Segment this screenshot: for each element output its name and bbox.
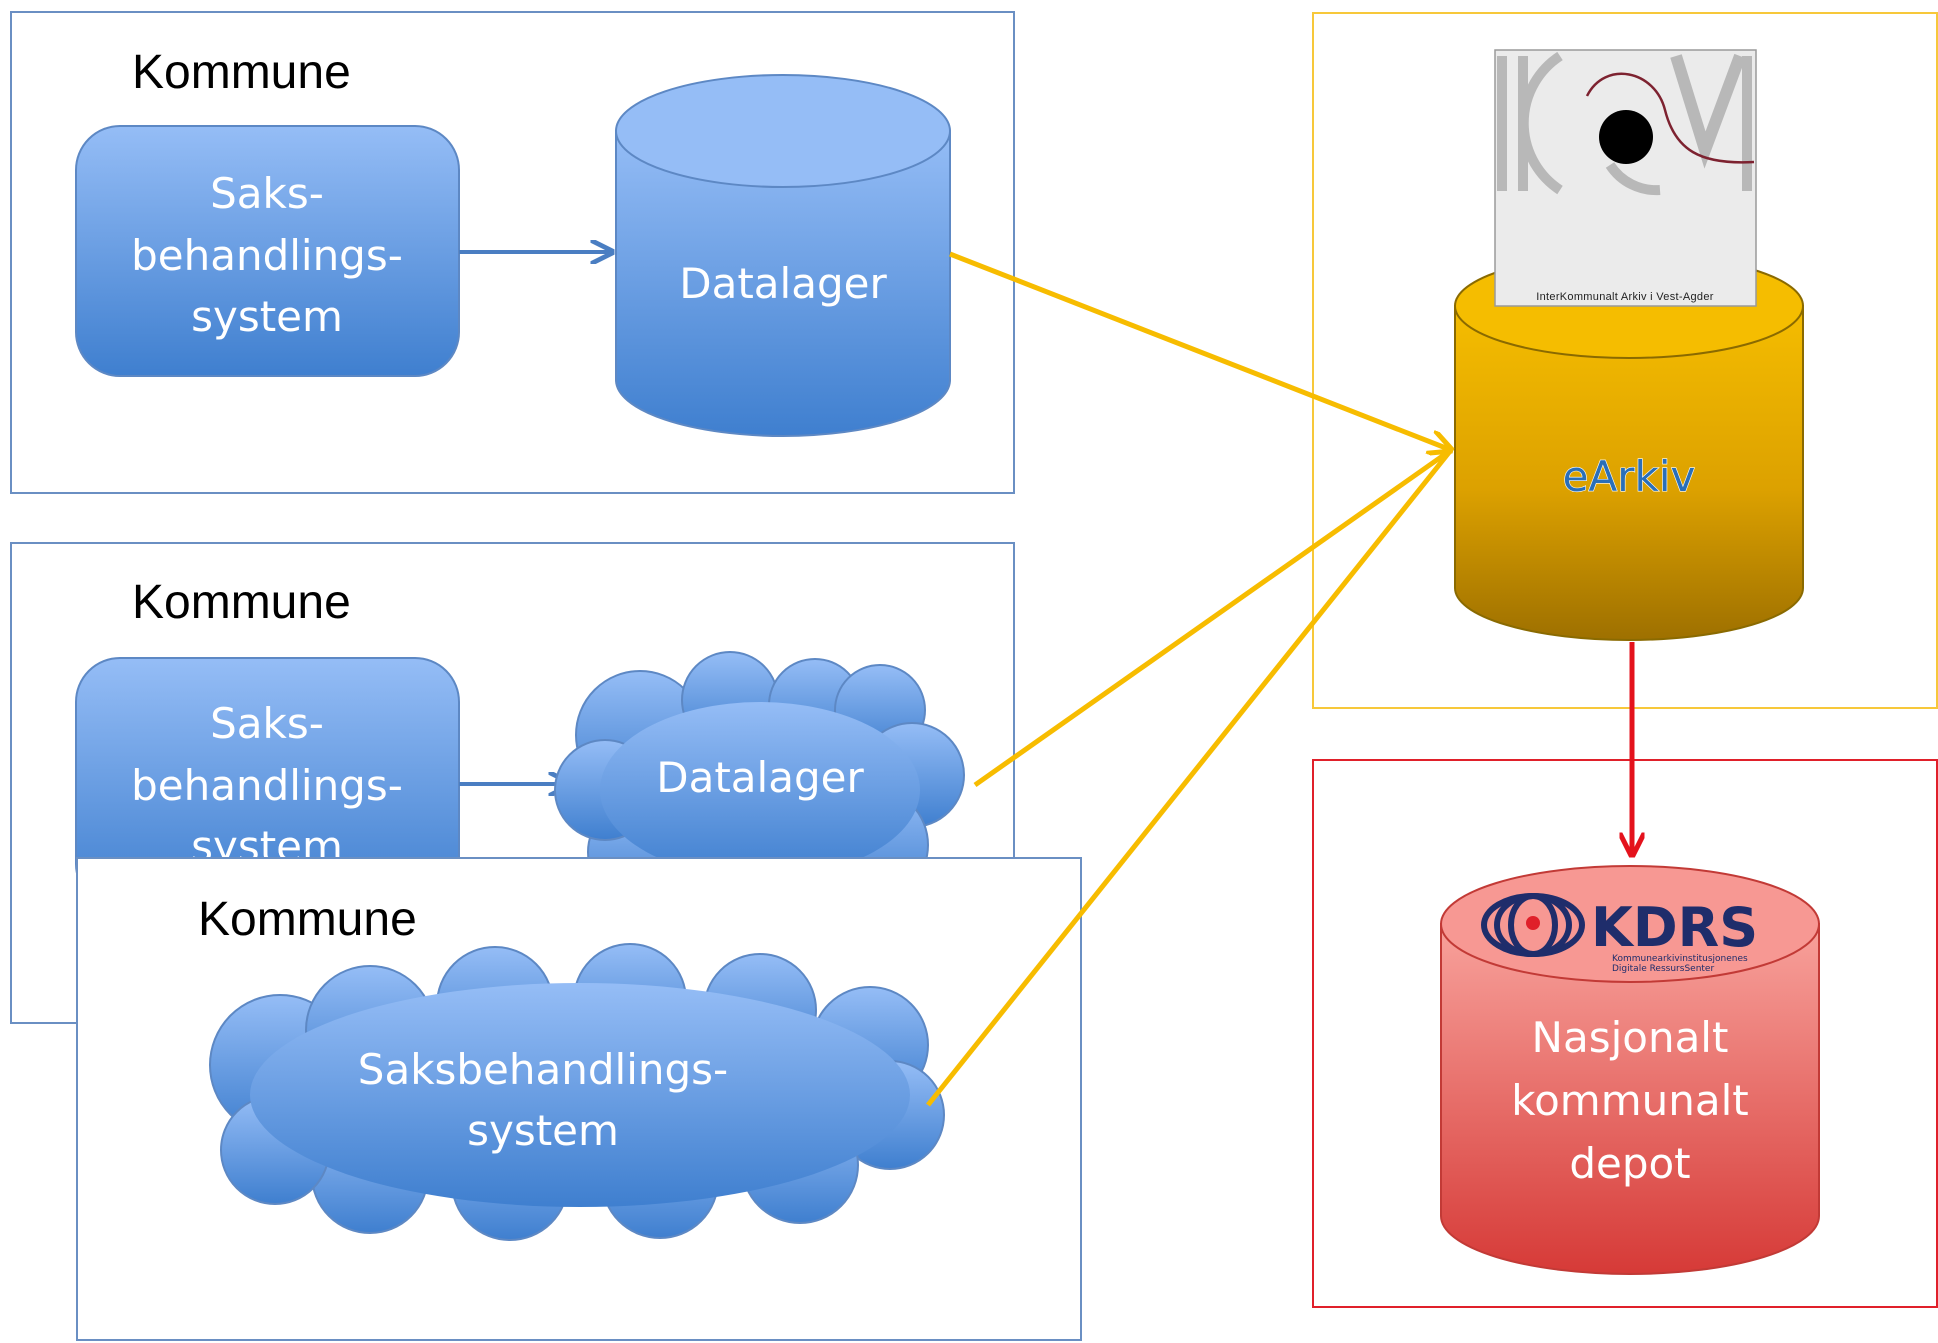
- kdrs-logo-sub-1: Kommunearkivinstitusjonenes: [1612, 954, 1748, 964]
- case-system-cloud: [209, 943, 945, 1241]
- depot-region: KDRS Kommunearkivinstitusjonenes Digital…: [1312, 759, 1938, 1308]
- earkiv-label: eArkiv: [1563, 452, 1696, 501]
- datastore-cylinder-1: [615, 74, 951, 437]
- depot-label-line-3: depot: [1569, 1139, 1690, 1188]
- case-system-label-line-3: system: [191, 292, 343, 341]
- case-system-label-line-2: behandlings-: [131, 231, 403, 280]
- earkiv-frame: [1312, 12, 1938, 709]
- datastore-label-1: Datalager: [679, 259, 887, 308]
- earkiv-region: eArkiv InterKommunalt Arkiv i Vest-Agder: [1312, 12, 1938, 709]
- datastore-label-2: Datalager: [656, 753, 864, 802]
- kdrs-logo-sub-2: Digitale RessursSenter: [1612, 964, 1714, 974]
- case-system-2-label-line-2: behandlings-: [131, 761, 403, 810]
- kommune-box-3-title: Kommune: [198, 893, 417, 946]
- ikava-logo: InterKommunalt Arkiv i Vest-Agder: [1494, 49, 1757, 307]
- earkiv-cylinder: [1454, 253, 1804, 641]
- kommune-box-1-title: Kommune: [132, 46, 351, 99]
- depot-frame: [1312, 759, 1938, 1308]
- arrow-cloud-system-to-earkiv: [926, 448, 1453, 1107]
- kdrs-logo-text: KDRS: [1591, 896, 1758, 959]
- kdrs-logo: KDRS Kommunearkivinstitusjonenes Digital…: [1481, 893, 1758, 974]
- depot-label-line-2: kommunalt: [1511, 1076, 1748, 1125]
- case-system-2-label-line-1: Saks-: [210, 699, 324, 748]
- kommune-box-3: Kommune Saksbehandlings- system: [76, 857, 1082, 1341]
- kommune-box-2-title: Kommune: [132, 576, 351, 629]
- cloud-case-system-line-2: system: [467, 1106, 619, 1155]
- arrow-datastore1-to-earkiv: [949, 251, 1451, 450]
- case-system-label-line-1: Saks-: [210, 169, 324, 218]
- arrow-datastore2-to-earkiv: [973, 447, 1453, 788]
- ikava-logo-caption: InterKommunalt Arkiv i Vest-Agder: [1536, 291, 1713, 303]
- cloud-case-system-line-1: Saksbehandlings-: [358, 1045, 728, 1094]
- kommune-box-1: Kommune Saks- behandlings- system Datala…: [10, 11, 1015, 494]
- depot-label-line-1: Nasjonalt: [1532, 1013, 1729, 1062]
